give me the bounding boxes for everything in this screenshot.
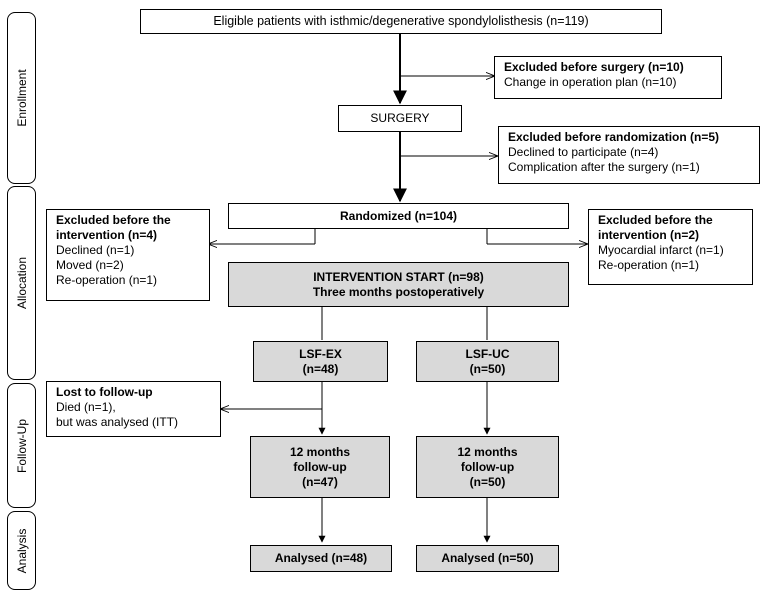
excluded-left-title-line2: intervention (n=4) xyxy=(56,228,158,242)
excluded-before-surgery-box: Excluded before surgery (n=10) Change in… xyxy=(494,56,722,99)
excluded-right-item: Re-operation (n=1) xyxy=(598,258,700,272)
phase-label-allocation: Allocation xyxy=(14,256,29,310)
excluded-before-randomization-title: Excluded before randomization (n=5) xyxy=(508,130,720,144)
lsf-uc-line2: (n=50) xyxy=(469,361,506,376)
followup-uc-line3: (n=50) xyxy=(469,474,506,489)
excluded-right-title-line2: intervention (n=2) xyxy=(598,228,700,242)
excluded-before-surgery-title: Excluded before surgery (n=10) xyxy=(504,60,684,74)
lost-to-follow-up-title: Lost to follow-up xyxy=(56,385,153,399)
intervention-start-box: INTERVENTION START (n=98) Three months p… xyxy=(228,262,569,307)
followup-ex-line1: 12 months xyxy=(289,444,350,459)
excluded-left-item: Re-operation (n=1) xyxy=(56,273,158,287)
surgery-box: SURGERY xyxy=(338,105,462,132)
excluded-left-item: Declined (n=1) xyxy=(56,243,135,257)
excluded-left-item: Moved (n=2) xyxy=(56,258,124,272)
randomized-text: Randomized (n=104) xyxy=(339,208,458,223)
excluded-right-item: Myocardial infarct (n=1) xyxy=(598,243,724,257)
phase-label-follow-up: Follow-Up xyxy=(14,418,29,473)
analysed-ex-box: Analysed (n=48) xyxy=(250,545,392,572)
excluded-before-randomization-item: Declined to participate (n=4) xyxy=(508,145,659,159)
excluded-before-randomization-box: Excluded before randomization (n=5) Decl… xyxy=(498,126,760,184)
phase-label-enrollment: Enrollment xyxy=(14,69,29,127)
phase-label-analysis: Analysis xyxy=(14,528,29,573)
randomized-box: Randomized (n=104) xyxy=(228,203,569,229)
phase-follow-up: Follow-Up xyxy=(7,383,36,508)
lost-to-follow-up-item: Died (n=1), xyxy=(56,400,116,414)
phase-enrollment: Enrollment xyxy=(7,12,36,184)
followup-uc-line2: follow-up xyxy=(460,459,515,474)
excluded-left-title-line1: Excluded before the xyxy=(56,213,171,227)
intervention-start-line1: INTERVENTION START (n=98) xyxy=(313,269,484,284)
excluded-right-title-line1: Excluded before the xyxy=(598,213,713,227)
followup-ex-line2: follow-up xyxy=(293,459,347,474)
analysed-ex-text: Analysed (n=48) xyxy=(274,551,368,565)
intervention-start-line2: Three months postoperatively xyxy=(312,284,485,299)
excluded-before-intervention-right-box: Excluded before the intervention (n=2) M… xyxy=(588,209,753,285)
lsf-uc-box: LSF-UC (n=50) xyxy=(416,341,559,382)
surgery-text: SURGERY xyxy=(370,111,430,125)
lsf-ex-line2: (n=48) xyxy=(302,361,339,376)
lsf-uc-line1: LSF-UC xyxy=(465,346,510,361)
excluded-before-surgery-item: Change in operation plan (n=10) xyxy=(504,75,677,89)
followup-uc-line1: 12 months xyxy=(457,444,518,459)
analysed-uc-text: Analysed (n=50) xyxy=(441,551,534,565)
analysed-uc-box: Analysed (n=50) xyxy=(416,545,559,572)
phase-allocation: Allocation xyxy=(7,186,36,380)
lost-to-follow-up-box: Lost to follow-up Died (n=1), but was an… xyxy=(46,381,221,437)
excluded-before-intervention-left-box: Excluded before the intervention (n=4) D… xyxy=(46,209,210,301)
followup-uc-box: 12 months follow-up (n=50) xyxy=(416,436,559,498)
excluded-before-randomization-item: Complication after the surgery (n=1) xyxy=(508,160,700,174)
eligible-text: Eligible patients with isthmic/degenerat… xyxy=(213,14,589,28)
lsf-ex-line1: LSF-EX xyxy=(299,346,342,361)
lost-to-follow-up-item: but was analysed (ITT) xyxy=(56,415,179,429)
lsf-ex-box: LSF-EX (n=48) xyxy=(253,341,388,382)
followup-ex-box: 12 months follow-up (n=47) xyxy=(250,436,390,498)
followup-ex-line3: (n=47) xyxy=(302,474,338,489)
eligible-box: Eligible patients with isthmic/degenerat… xyxy=(140,9,662,34)
phase-analysis: Analysis xyxy=(7,511,36,590)
